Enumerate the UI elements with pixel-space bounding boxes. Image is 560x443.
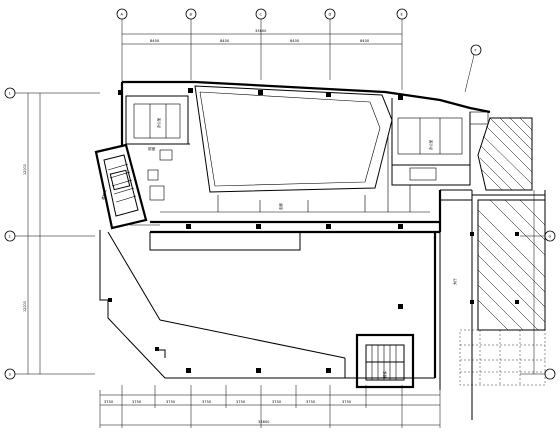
room-label-stair-bottom: 楼梯: [382, 371, 387, 378]
top-dim-1: 8400: [150, 39, 160, 43]
top-dim-4: 8400: [360, 39, 370, 43]
bottom-dimension-chain: 3750 3750 3750 3750 3750 3750 3750 3750 …: [99, 385, 441, 428]
bottom-total-dimension: 33600: [258, 420, 270, 424]
top-total-dimension: 33600: [255, 29, 267, 33]
axis-label-c: C: [260, 13, 263, 17]
axis-label-1: 1: [9, 92, 11, 96]
axis-label-b: B: [190, 13, 193, 17]
right-axis-bubble-top: F: [464, 44, 482, 93]
axis-label-2: 2: [9, 235, 11, 239]
axis-label-d: D: [329, 13, 332, 17]
room-label-office-right: 办公室: [428, 139, 433, 150]
right-wing: 大厅: [439, 117, 546, 420]
top-dimension-chain: 33600 8400 8400 8400 8400: [122, 29, 402, 45]
stair-core-left: 楼梯间: [94, 143, 173, 230]
lighting-circuits: 走廊: [130, 135, 430, 226]
room-label-office-left: 办公室: [156, 117, 161, 128]
bottom-dim-7: 3750: [306, 400, 316, 404]
axis-label-a: A: [121, 13, 124, 17]
bottom-dim-1: 3750: [104, 400, 114, 404]
room-label-vestibule: 前室: [148, 146, 156, 151]
room-label-corridor: 走廊: [278, 203, 283, 210]
atrium-void: [194, 85, 393, 193]
top-dim-2: 8400: [220, 39, 230, 43]
left-axis: 1 2 3 12000 12000: [4, 87, 100, 380]
bottom-dim-6: 3750: [272, 400, 282, 404]
top-axis-bubbles: A B C D E: [116, 8, 408, 90]
bottom-dim-5: 3750: [236, 400, 246, 404]
axis-label-e: E: [401, 13, 404, 17]
building-outline: [99, 80, 491, 379]
stair-core-bottom: 楼梯: [355, 333, 415, 389]
right-office: 办公室: [391, 98, 489, 186]
top-dim-3: 8400: [290, 39, 300, 43]
bottom-dim-8: 3750: [342, 400, 352, 404]
room-label-stair-left: 楼梯间: [100, 189, 108, 201]
bottom-dim-2: 3750: [132, 400, 142, 404]
bottom-dim-3: 3750: [166, 400, 176, 404]
left-dim-2: 12000: [23, 301, 27, 312]
structural-columns: [108, 88, 519, 373]
bottom-dim-4: 3750: [202, 400, 212, 404]
left-dim-1: 12000: [23, 164, 27, 175]
axis-label-3: 3: [9, 373, 11, 377]
room-label-hall: 大厅: [452, 278, 457, 285]
left-office: 办公室 前室: [125, 95, 190, 151]
axis-label-g: G: [549, 235, 552, 239]
axis-label-f: F: [475, 49, 477, 53]
